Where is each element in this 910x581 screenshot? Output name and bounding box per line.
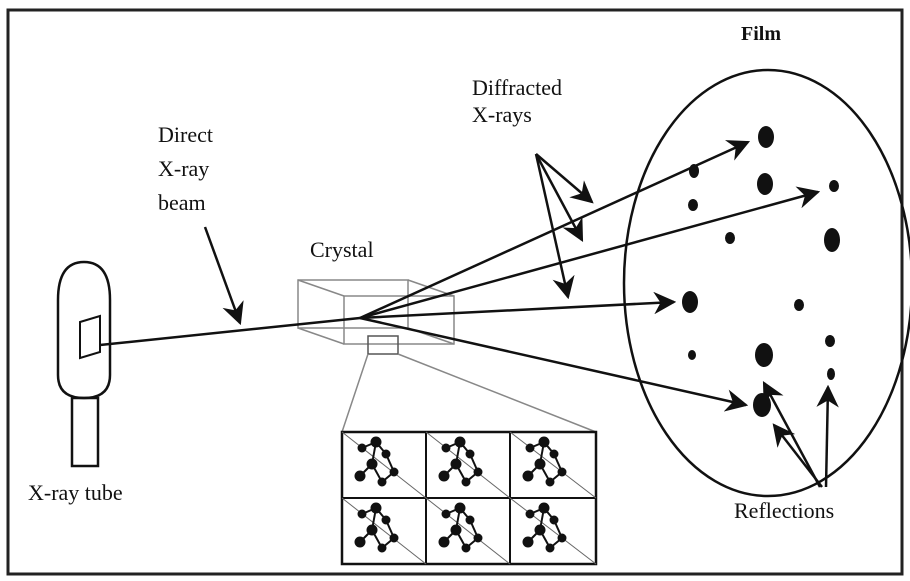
molecule-atom (370, 436, 382, 448)
molecule-atom (534, 524, 546, 536)
molecule-atom (538, 436, 550, 448)
molecule-motif (438, 502, 483, 553)
direct-beam (99, 316, 361, 347)
film-label: Film (741, 23, 781, 45)
direct-beam-label-line2: X-ray (158, 156, 209, 181)
molecule-atom (461, 543, 471, 553)
molecule-atom (357, 443, 367, 453)
molecule-atom (454, 436, 466, 448)
film-ellipse (622, 68, 910, 498)
molecule-atom (366, 524, 378, 536)
molecule-motif (522, 502, 567, 553)
reflection-spots (682, 126, 840, 417)
label-arrows (203, 153, 839, 488)
molecule-atom (525, 443, 535, 453)
molecule-atom (473, 467, 483, 477)
molecule-atom (557, 467, 567, 477)
xray-tube-label: X-ray tube (28, 480, 123, 505)
molecule-atom (438, 536, 450, 548)
molecule-atom (473, 533, 483, 543)
molecule-atom (370, 502, 382, 514)
molecule-atom (389, 467, 399, 477)
molecule-atom (381, 515, 391, 525)
molecule-atom (377, 477, 387, 487)
molecule-atom (357, 509, 367, 519)
diffracted-label-line1: Diffracted (472, 75, 562, 100)
molecule-atom (465, 515, 475, 525)
unit-cell-lattice (340, 430, 598, 566)
molecule-atom (381, 449, 391, 459)
reflections-label: Reflections (734, 498, 834, 523)
diagram-frame (6, 8, 904, 576)
molecule-atom (549, 449, 559, 459)
molecule-atom (438, 470, 450, 482)
molecule-atom (557, 533, 567, 543)
molecule-motif (522, 436, 567, 487)
molecule-atom (354, 470, 366, 482)
molecule-atom (522, 470, 534, 482)
molecule-atom (549, 515, 559, 525)
molecule-atom (525, 509, 535, 519)
direct-beam-label-line3: beam (158, 190, 206, 215)
molecule-atom (354, 536, 366, 548)
molecule-atom (366, 458, 378, 470)
diffracted-label-line2: X-rays (472, 102, 532, 127)
molecule-atom (450, 524, 462, 536)
crystal-box (297, 279, 597, 433)
direct-beam-label-line1: Direct (158, 122, 213, 147)
molecule-atom (441, 509, 451, 519)
molecule-atom (377, 543, 387, 553)
molecule-atom (389, 533, 399, 543)
molecule-atom (461, 477, 471, 487)
molecule-atom (538, 502, 550, 514)
xray-tube (56, 260, 112, 468)
molecule-atom (465, 449, 475, 459)
crystal-label: Crystal (310, 237, 374, 262)
molecule-motif (354, 502, 399, 553)
molecule-motif (354, 436, 399, 487)
molecule-atom (522, 536, 534, 548)
molecule-atom (545, 543, 555, 553)
molecule-atom (534, 458, 546, 470)
molecule-motif (438, 436, 483, 487)
molecule-atom (545, 477, 555, 487)
molecule-atom (454, 502, 466, 514)
molecule-atom (441, 443, 451, 453)
molecule-atom (450, 458, 462, 470)
